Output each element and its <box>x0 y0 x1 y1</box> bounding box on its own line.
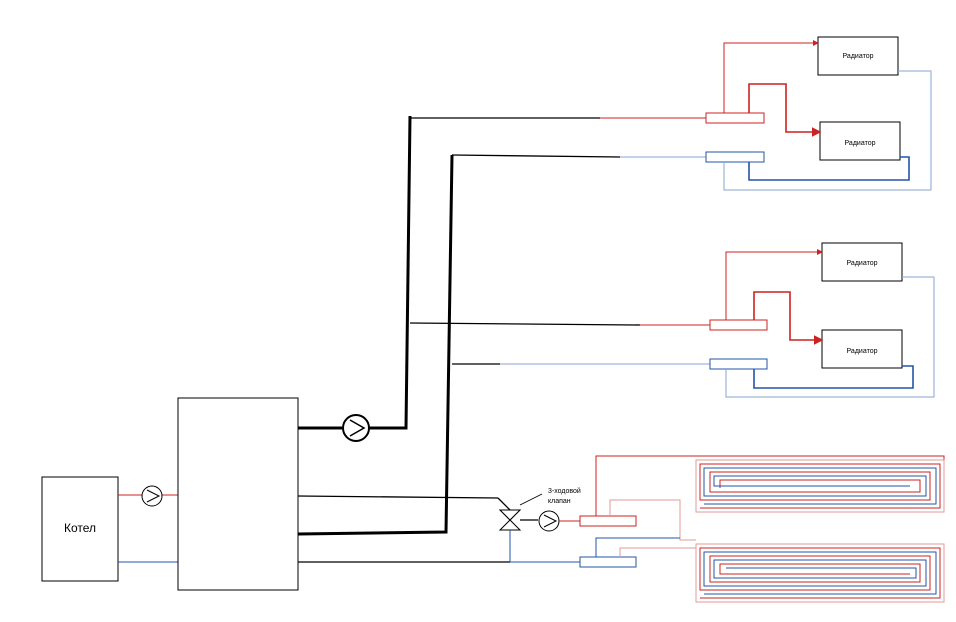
radiator-4-label: Радиатор <box>847 348 878 355</box>
ufh-supply-line <box>297 495 499 499</box>
three-way-valve-icon <box>498 509 522 531</box>
main-supply-riser <box>369 115 412 430</box>
radiator-4: Радиатор <box>821 329 903 369</box>
valve-label-2: клапан <box>548 498 571 505</box>
ufh-supply-manifold <box>579 515 637 527</box>
buffer-tank <box>177 397 299 591</box>
ufh-loop-1-return-feed <box>609 499 696 541</box>
radiator-3-return <box>725 276 935 398</box>
radiator-3-label: Радиатор <box>847 260 878 267</box>
radiator-2-label: Радиатор <box>845 140 876 147</box>
radiator-3-box <box>821 242 903 282</box>
valve-leader-line <box>519 493 543 506</box>
ufh-loop-1 <box>695 459 945 513</box>
upper-return-line <box>451 154 621 158</box>
middle-return-manifold <box>709 358 768 370</box>
main-return-riser <box>297 154 454 536</box>
radiator-2-return <box>748 156 910 181</box>
middle-supply-line <box>409 322 641 326</box>
radiator-4-return <box>753 365 914 389</box>
radiator-4-box <box>821 329 903 369</box>
radiator-1: Радиатор <box>817 36 899 76</box>
main-pump-icon <box>342 414 370 442</box>
radiator-1-return <box>723 70 932 191</box>
radiator-3: Радиатор <box>821 242 903 282</box>
ufh-loop-2-feed <box>619 547 696 557</box>
boiler-label: Котел <box>64 521 96 535</box>
valve-inlet <box>497 497 511 511</box>
radiator-2: Радиатор <box>819 121 901 161</box>
upper-supply-manifold <box>705 112 765 124</box>
radiator-1-supply <box>723 40 819 113</box>
upper-return-manifold <box>705 151 765 163</box>
ufh-loop-2 <box>695 543 945 603</box>
boiler-pump-icon <box>141 485 163 507</box>
radiator-2-box <box>819 121 901 161</box>
valve-label-1: 3-ходовой <box>548 487 581 495</box>
ufh-loop-2-return <box>595 537 680 557</box>
ufh-pump-icon <box>538 510 560 532</box>
radiator-1-box <box>817 36 899 76</box>
radiator-2-supply <box>748 83 822 137</box>
radiator-1-label: Радиатор <box>843 53 874 60</box>
boiler: Котел <box>41 476 119 582</box>
middle-supply-manifold <box>709 319 768 331</box>
ufh-return-manifold <box>579 556 637 568</box>
radiator-3-supply <box>725 249 823 320</box>
radiator-4-supply <box>753 291 824 345</box>
boiler-box <box>41 476 119 582</box>
